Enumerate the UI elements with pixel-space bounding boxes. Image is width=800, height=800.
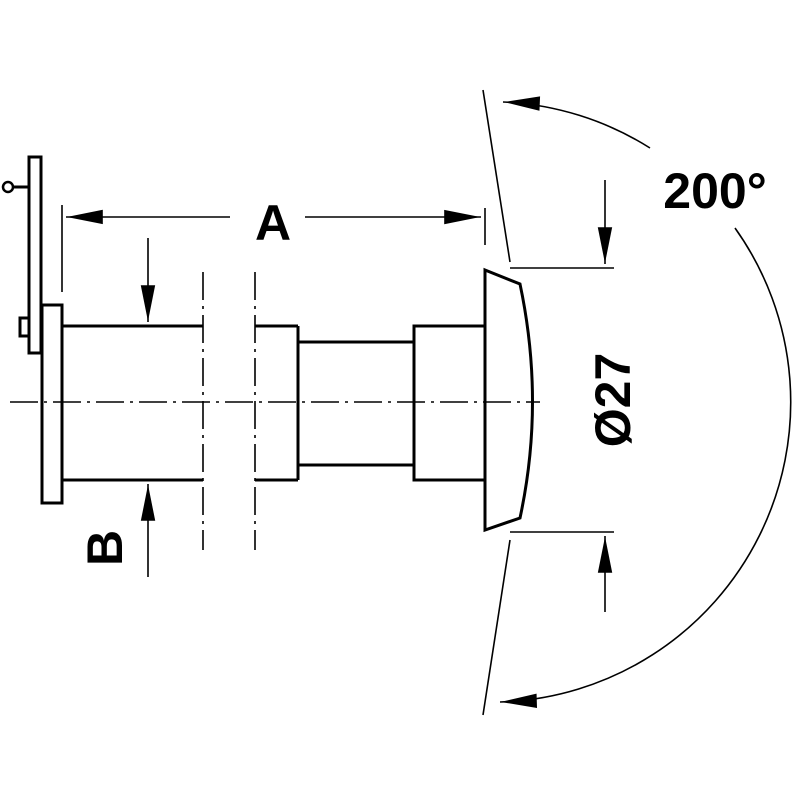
label-b: B [77, 530, 133, 566]
viewing-angle [482, 89, 792, 716]
label-angle: 200° [663, 163, 766, 219]
barrel [62, 324, 487, 482]
dimension-a [61, 205, 486, 292]
cover-plate [1, 155, 43, 355]
lens-cap [483, 267, 534, 533]
dimension-diameter [510, 180, 614, 612]
flange [40, 303, 64, 505]
label-a: A [255, 195, 291, 251]
label-diameter: Ø27 [585, 353, 641, 448]
